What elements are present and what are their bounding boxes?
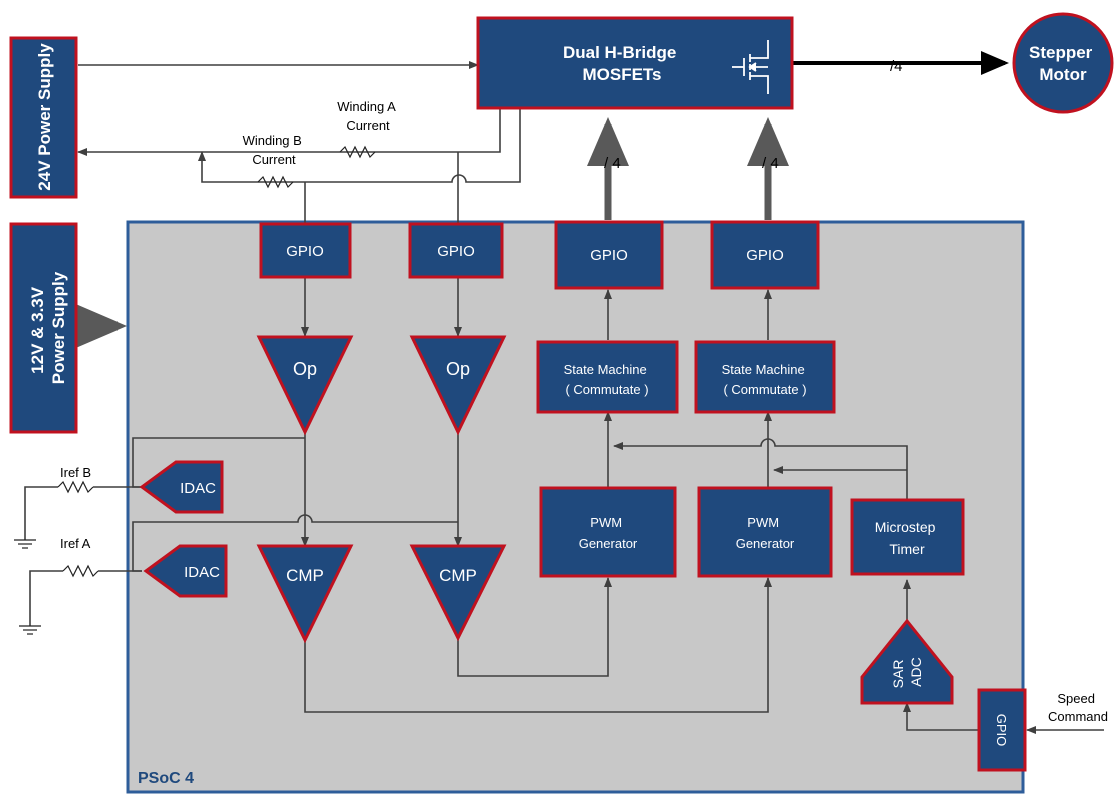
idac-b bbox=[139, 460, 224, 514]
op-amp-1 bbox=[256, 335, 354, 436]
h-bridge-label: Dual H-Bridge MOSFETs bbox=[563, 43, 681, 84]
gpio-block-1 bbox=[259, 222, 352, 279]
power-supply-12v-label: 12V & 3.3V Power Supply bbox=[28, 271, 68, 384]
gpio-label: GPIO bbox=[994, 714, 1009, 747]
state-machine-2 bbox=[694, 340, 836, 414]
gpio-label: GPIO bbox=[746, 247, 784, 264]
idac-a bbox=[143, 544, 228, 598]
sar-adc bbox=[860, 618, 954, 705]
comparator-2 bbox=[409, 544, 507, 642]
ground-icon bbox=[14, 539, 36, 549]
gpio-block-2 bbox=[408, 222, 504, 279]
op-amp-2 bbox=[409, 335, 507, 436]
gpio-block-3 bbox=[554, 220, 664, 290]
pwm-generator-label: PWM Generator bbox=[579, 515, 638, 551]
winding-b-label: Winding B Current bbox=[243, 133, 306, 167]
resistor-winding-b bbox=[257, 175, 294, 189]
gpio-label: GPIO bbox=[437, 243, 475, 260]
bus-width-motor-label: /4 bbox=[890, 58, 903, 75]
pwm-generator-1 bbox=[539, 486, 677, 578]
microstep-timer-label: Microstep Timer bbox=[875, 519, 940, 557]
gpio-block-4 bbox=[710, 220, 820, 290]
ground-icon bbox=[19, 625, 41, 635]
speed-command-label: Speed Command bbox=[1048, 691, 1108, 724]
gpio-block-speed bbox=[977, 688, 1027, 772]
resistor-iref-b bbox=[57, 480, 94, 494]
bus-width-1-label: / 4 bbox=[604, 155, 621, 172]
pwm-generator-label: PWM Generator bbox=[736, 515, 795, 551]
comparator-label: CMP bbox=[439, 566, 477, 585]
power-supply-24v-label: 24V Power Supply bbox=[35, 43, 54, 191]
pwm-generator-2 bbox=[697, 486, 833, 578]
iref-a-label: Iref A bbox=[60, 536, 91, 551]
idac-label: IDAC bbox=[180, 480, 216, 497]
state-machine-label: State Machine ( Commutate ) bbox=[722, 362, 809, 397]
op-amp-label: Op bbox=[293, 359, 317, 379]
microstep-timer bbox=[850, 498, 965, 576]
state-machine-label: State Machine ( Commutate ) bbox=[564, 362, 651, 397]
mosfet-icon bbox=[732, 40, 769, 94]
gpio-label: GPIO bbox=[286, 243, 324, 260]
comparator-1 bbox=[256, 544, 354, 644]
winding-a-label: Winding A Current bbox=[337, 99, 398, 133]
sar-adc-label: SAR ADC bbox=[890, 656, 924, 689]
psoc4-label: PSoC 4 bbox=[138, 770, 194, 787]
power-supply-12v bbox=[9, 222, 78, 434]
comparator-label: CMP bbox=[286, 566, 324, 585]
gpio-label: GPIO bbox=[590, 247, 628, 264]
stepper-motor bbox=[1012, 12, 1114, 114]
power-supply-24v bbox=[9, 36, 78, 199]
stepper-motor-label: Stepper Motor bbox=[1029, 43, 1097, 84]
iref-b-label: Iref B bbox=[60, 465, 91, 480]
resistor-winding-a bbox=[339, 145, 376, 159]
op-amp-label: Op bbox=[446, 359, 470, 379]
h-bridge-block bbox=[476, 16, 794, 110]
idac-label: IDAC bbox=[184, 564, 220, 581]
bus-width-2-label: / 4 bbox=[762, 155, 779, 172]
resistor-iref-a bbox=[62, 564, 99, 578]
state-machine-1 bbox=[536, 340, 679, 414]
